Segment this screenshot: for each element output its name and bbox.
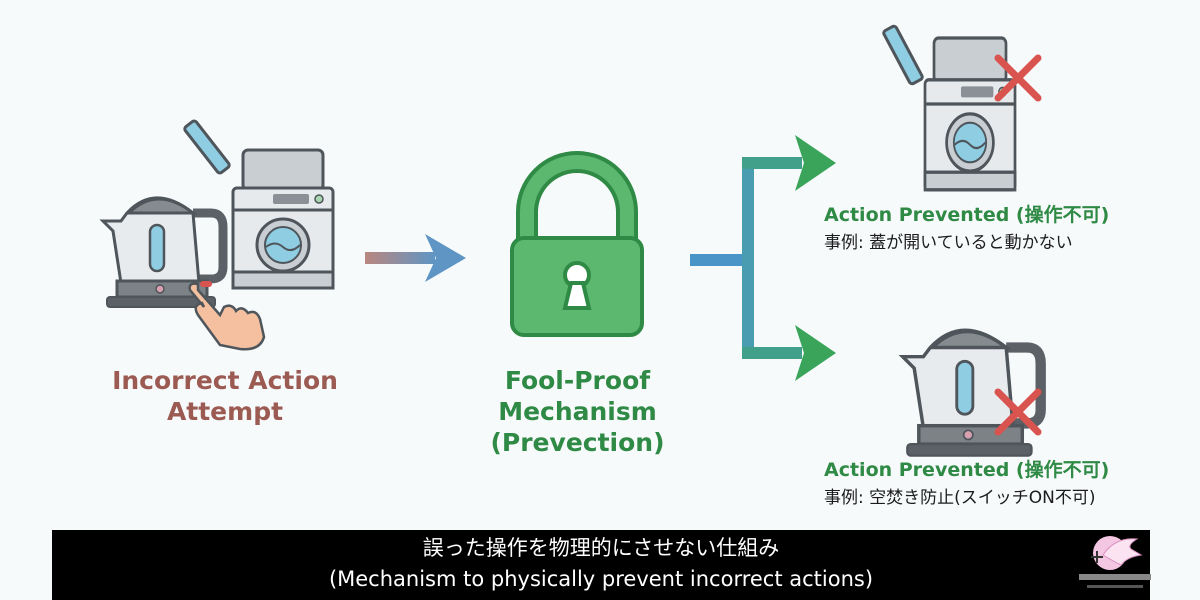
result-kettle: Action Prevented (操作不可) 事例: 空焚き防止(スイッチON…	[824, 458, 1109, 510]
right-arrow-icon	[365, 234, 466, 282]
label-line: Incorrect Action	[112, 366, 338, 395]
kettle-switch	[200, 281, 212, 287]
label-line: Mechanism	[498, 397, 657, 426]
padlock-icon	[510, 151, 644, 337]
incorrect-action-label: Incorrect Action Attempt	[95, 365, 355, 427]
label-line: (Prevection)	[490, 428, 665, 457]
fool-proof-label: Fool-Proof Mechanism (Prevection)	[460, 365, 695, 458]
result-example: 事例: 空焚き防止(スイッチON不可)	[824, 488, 1096, 508]
washing-machine-lid-icon	[183, 119, 231, 175]
subtitle-japanese: 誤った操作を物理的にさせない仕組み	[422, 536, 780, 560]
pointing-hand-icon	[188, 282, 266, 351]
washing-machine-lid-icon	[882, 24, 924, 86]
kettle-icon	[903, 330, 1041, 455]
result-example: 事例: 蓋が開いていると動かない	[824, 233, 1073, 253]
resilient-medical-logo	[1079, 536, 1151, 588]
branch-arrow-icon	[690, 135, 836, 381]
label-line: Attempt	[166, 397, 284, 426]
kettle-icon	[103, 198, 223, 307]
result-washer: Action Prevented (操作不可) 事例: 蓋が開いていると動かない	[824, 203, 1109, 255]
result-title: Action Prevented (操作不可)	[824, 204, 1110, 226]
subtitle-bar: 誤った操作を物理的にさせない仕組み (Mechanism to physical…	[52, 530, 1150, 600]
result-title: Action Prevented (操作不可)	[824, 459, 1110, 481]
subtitle-english: (Mechanism to physically prevent incorre…	[328, 567, 874, 591]
washing-machine-icon	[231, 148, 335, 290]
label-line: Fool-Proof	[504, 366, 651, 395]
